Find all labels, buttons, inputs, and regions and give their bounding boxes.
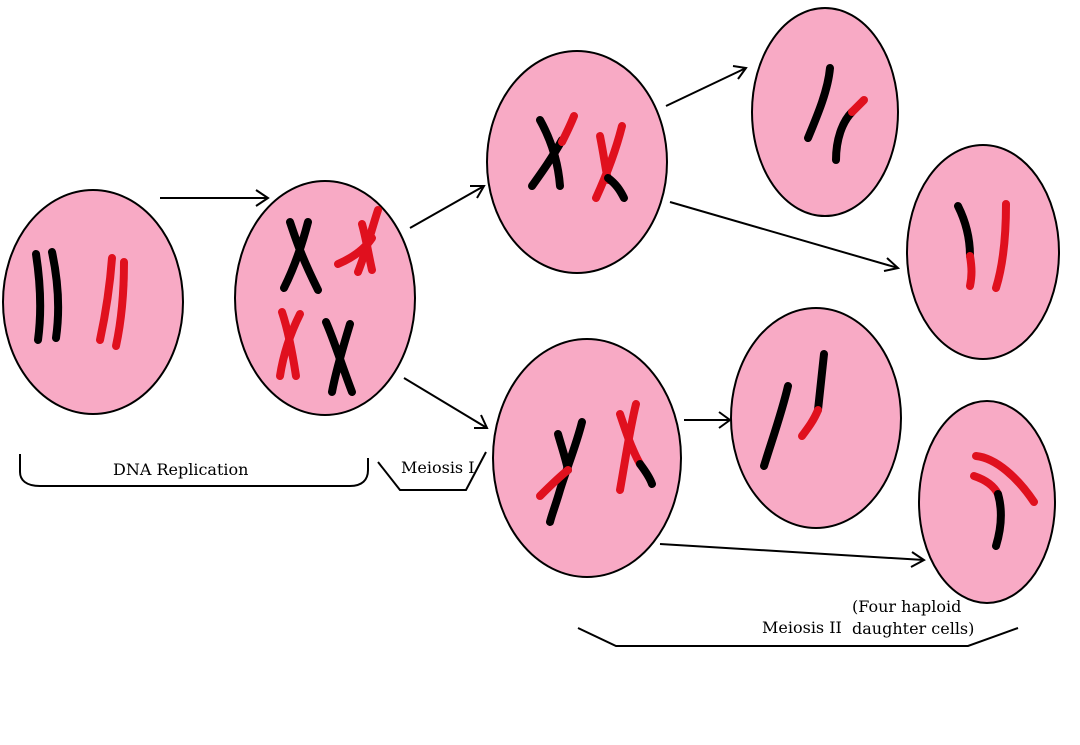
cell-daughter-2 xyxy=(906,144,1060,360)
chromosome-black xyxy=(546,418,586,526)
cell-daughter-1 xyxy=(751,7,899,217)
label-meiosis-2: Meiosis II xyxy=(762,618,842,637)
cell-parent xyxy=(2,189,184,415)
cell-daughter-3 xyxy=(730,307,902,529)
chromosome-red xyxy=(558,112,578,146)
cell-meiosis1-upper-body xyxy=(486,50,668,274)
chromosome-black xyxy=(804,64,834,142)
cell-replicated xyxy=(234,180,416,416)
chromosome-black xyxy=(604,174,628,202)
chromosome-black xyxy=(280,218,312,292)
brace-dna-replication xyxy=(19,454,369,487)
chromosome-black xyxy=(636,460,656,488)
chromosome-red xyxy=(276,310,304,380)
chromosome-red xyxy=(536,466,572,500)
arrow-to-daughter-2 xyxy=(669,201,901,272)
cell-daughter-2-body xyxy=(906,144,1060,360)
chromosome-black xyxy=(328,320,354,396)
arrow-to-daughter-4 xyxy=(659,543,926,568)
label-meiosis-1: Meiosis I xyxy=(401,458,475,477)
chromosome-red xyxy=(96,254,116,344)
cell-meiosis1-lower xyxy=(492,338,682,578)
arrow-dna-replication xyxy=(160,189,270,207)
chromosome-red xyxy=(358,220,376,274)
chromosome-red xyxy=(848,96,868,116)
chromosome-red xyxy=(592,122,626,202)
arrow-to-daughter-3 xyxy=(684,411,732,429)
chromosome-red xyxy=(616,400,640,494)
cell-parent-body xyxy=(2,189,184,415)
arrow-to-daughter-1 xyxy=(665,65,748,107)
cell-meiosis1-lower-body xyxy=(492,338,682,578)
label-dna-replication: DNA Replication xyxy=(113,460,249,479)
cell-daughter-1-body xyxy=(751,7,899,217)
chromosome-red xyxy=(966,252,976,290)
chromosome-red xyxy=(112,258,128,350)
cell-replicated-body xyxy=(234,180,416,416)
chromosome-black xyxy=(32,250,45,344)
arrow-to-upper-meiosis1 xyxy=(409,185,486,229)
chromosome-red xyxy=(798,406,822,440)
chromosome-black xyxy=(48,248,63,342)
brace-meiosis-1 xyxy=(377,451,487,491)
chromosome-black xyxy=(992,490,1005,550)
label-daughter-line-2: daughter cells) xyxy=(852,619,975,638)
chromosome-black xyxy=(814,350,828,414)
brace-meiosis-2 xyxy=(577,627,1019,647)
label-daughter-cells: (Four haploid daughter cells) xyxy=(852,596,974,640)
cell-daughter-4-body xyxy=(918,400,1056,604)
chromosome-red xyxy=(992,200,1010,292)
chromosome-black xyxy=(760,382,792,470)
cell-meiosis1-upper xyxy=(486,50,668,274)
label-daughter-line-1: (Four haploid xyxy=(852,597,962,616)
arrow-to-lower-meiosis1 xyxy=(403,377,489,429)
cell-daughter-4 xyxy=(918,400,1056,604)
chromosome-black xyxy=(954,202,974,260)
chromosome-red xyxy=(972,452,1038,506)
